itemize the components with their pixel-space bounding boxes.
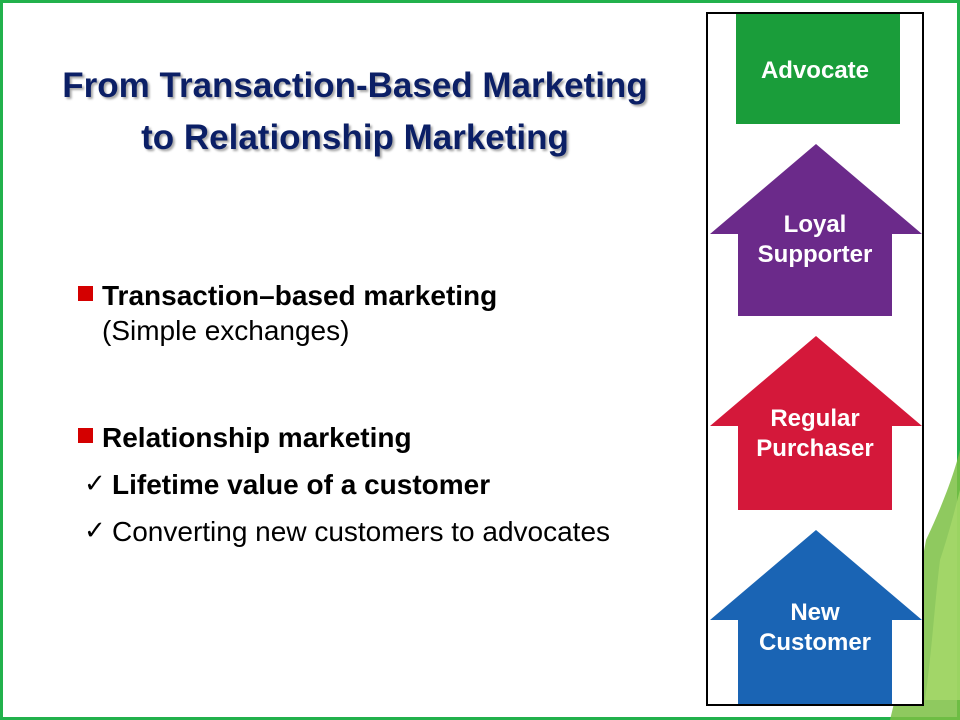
checkmark-icon: ✓	[84, 469, 106, 499]
sub-bullet-text: Converting new customers to advocates	[112, 516, 611, 547]
square-bullet-icon	[78, 286, 93, 301]
bullet-label: Transaction–based marketing	[102, 280, 498, 311]
sub-bullet-text: Lifetime value of a customer	[112, 469, 491, 500]
stage-label-line: Supporter	[757, 241, 873, 268]
bullet-list: Transaction–based marketing (Simple exch…	[70, 278, 690, 549]
stage-label-line: Purchaser	[756, 435, 874, 462]
loyalty-ladder-graphic	[710, 14, 922, 704]
sub-bullet-lifetime-value: ✓ Lifetime value of a customer	[70, 467, 690, 502]
stage-loyal-supporter-arrow	[710, 144, 922, 316]
stage-label-regular-purchaser: Regular Purchaser	[708, 404, 922, 464]
bullet-detail: (Simple exchanges)	[102, 315, 350, 346]
stage-label-loyal-supporter: Loyal Supporter	[708, 210, 922, 270]
stage-label-advocate: Advocate	[708, 56, 922, 86]
stage-label-line: Loyal	[783, 211, 847, 238]
sub-bullet-converting: ✓ Converting new customers to advocates	[70, 514, 690, 549]
stage-label-line: New	[790, 599, 840, 626]
loyalty-ladder: Advocate Loyal Supporter Regular Purchas…	[706, 12, 924, 706]
slide-title: From Transaction-Based Marketing to Rela…	[62, 66, 648, 157]
bullet-relationship-marketing: Relationship marketing	[70, 420, 690, 455]
bullet-transaction-marketing: Transaction–based marketing (Simple exch…	[70, 278, 690, 348]
stage-advocate-box	[736, 14, 900, 124]
checkmark-icon: ✓	[84, 516, 106, 546]
stage-label-new-customer: New Customer	[708, 598, 922, 658]
stage-label-line: Regular	[770, 405, 860, 432]
stage-new-customer-arrow	[710, 530, 922, 704]
stage-label-line: Customer	[758, 629, 872, 656]
stage-regular-purchaser-arrow	[710, 336, 922, 510]
bullet-label: Relationship marketing	[102, 422, 412, 453]
stage-label-line: Advocate	[760, 57, 870, 84]
square-bullet-icon	[78, 428, 93, 443]
